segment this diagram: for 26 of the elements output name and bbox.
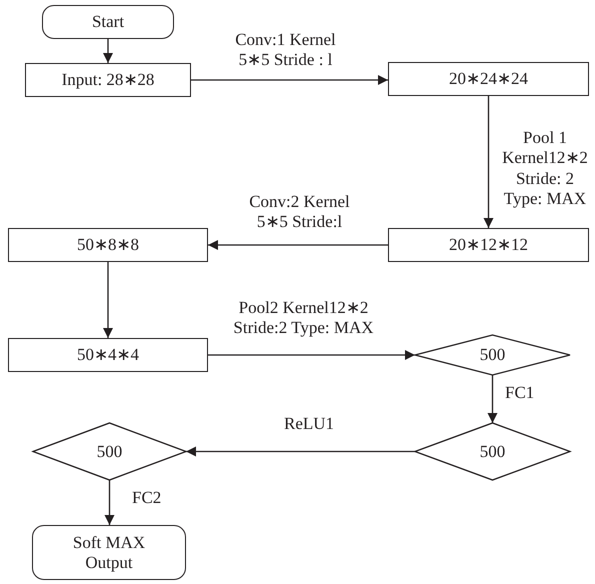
process-box [25,63,191,97]
terminal-box [32,525,186,580]
node-label: 50∗8∗8 [77,235,139,255]
terminal-box [42,5,174,39]
node-label: Soft MAX Output [72,532,146,572]
node-label: 50∗4∗4 [77,345,139,365]
node-label: Input: 28∗28 [62,70,154,90]
node-label: 500 [480,345,506,365]
process-box [8,228,208,262]
arrow [208,350,415,360]
arrow [484,96,494,228]
process-box [388,228,589,262]
process-box [8,338,208,372]
arrow [104,480,114,525]
arrow [208,240,388,250]
node-label: Start [92,12,124,32]
node-label: 20∗12∗12 [449,235,528,255]
node-label: 500 [96,442,122,462]
arrow [191,75,388,85]
arrow [186,446,415,456]
node-label: 500 [480,442,506,462]
node-label: 20∗24∗24 [449,69,528,89]
arrow [103,262,113,338]
arrow [488,375,498,423]
arrow [103,39,113,63]
process-box [388,62,589,96]
